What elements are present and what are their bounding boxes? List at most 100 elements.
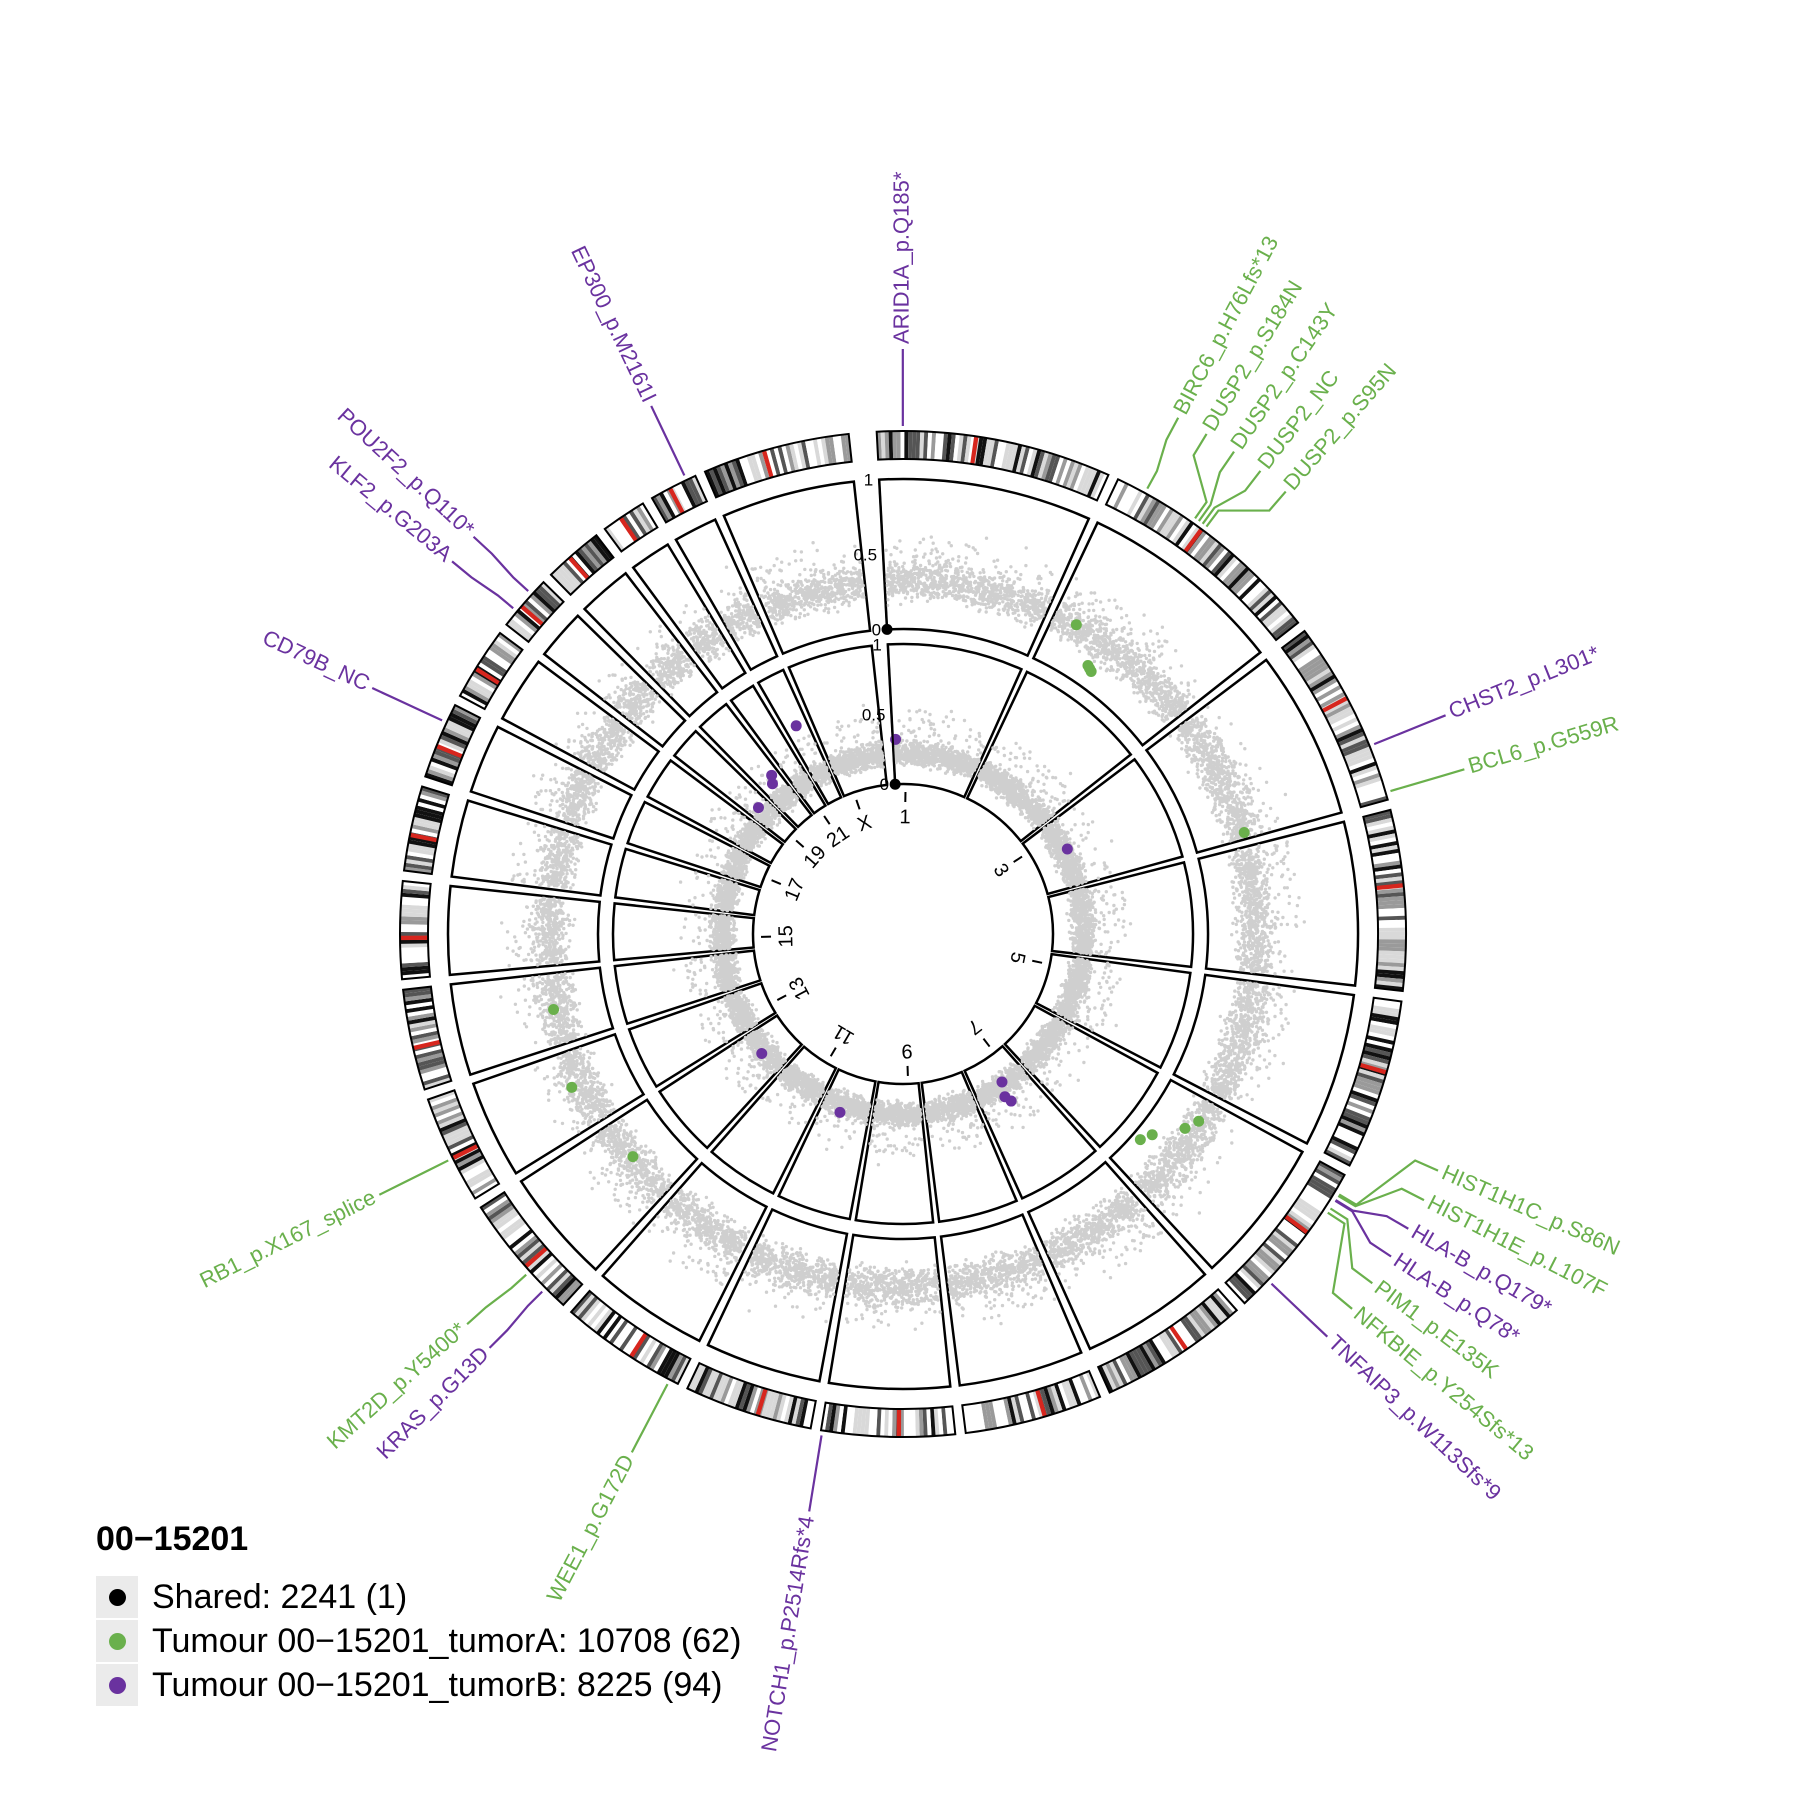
- ideogram-band: [1239, 1266, 1262, 1290]
- ideogram-band: [1266, 610, 1291, 632]
- ideogram-band: [708, 1372, 724, 1400]
- annotation-connector: [1327, 1211, 1353, 1310]
- annotation-connector: [1335, 1199, 1409, 1230]
- ideogram-band: [399, 932, 429, 936]
- ideogram-band: [402, 884, 431, 892]
- ideogram-band: [526, 1249, 551, 1271]
- ideogram-band: [639, 1338, 658, 1365]
- chr-tick: [776, 994, 787, 1001]
- point-tumorA-6: [1179, 1122, 1191, 1134]
- ideogram-outline: [401, 985, 453, 1091]
- ideogram-band: [413, 812, 442, 824]
- ideogram-band: [653, 1346, 671, 1373]
- ideogram-band: [723, 1377, 738, 1406]
- ideogram-band: [1111, 1358, 1128, 1386]
- ideogram-band: [1376, 972, 1405, 980]
- track-1-bg-points-chr-15: [500, 896, 577, 968]
- legend-item-tumorB: Tumour 00−15201_tumorB: 8225 (94): [96, 1663, 741, 1707]
- ideogram-band: [1146, 501, 1164, 528]
- ideogram-band: [513, 1234, 538, 1256]
- ideogram-band: [964, 435, 972, 464]
- ideogram-band: [438, 738, 466, 753]
- ideogram-band: [828, 435, 837, 465]
- ideogram-outline: [1280, 629, 1389, 809]
- ideogram-band: [812, 438, 822, 467]
- ideogram-band: [1022, 447, 1034, 476]
- chr-label-11: 11: [829, 1020, 858, 1050]
- ideogram-band: [1300, 1190, 1327, 1210]
- annotation-label: EP300_p.M2161I: [566, 242, 662, 406]
- ideogram-band: [1350, 765, 1379, 779]
- ideogram-band: [1040, 452, 1053, 481]
- ideogram-band: [1032, 1390, 1044, 1419]
- ideogram-band: [487, 1201, 513, 1221]
- ideogram-outline: [703, 432, 853, 499]
- ideogram-band: [1361, 1053, 1390, 1065]
- track-2-bg-points-chr-22: [796, 734, 833, 788]
- ideogram-band: [1375, 980, 1404, 988]
- axis-tick-label-2: 0.5: [862, 705, 886, 724]
- ideogram-band: [574, 550, 596, 575]
- ideogram-band: [982, 438, 992, 467]
- chr-label-3: 3: [989, 860, 1014, 881]
- track-1-bg-points-chr-3: [1168, 705, 1288, 844]
- ideogram-band: [1164, 1328, 1184, 1355]
- ideogram-band: [1339, 735, 1367, 750]
- ideogram-band: [423, 1077, 452, 1090]
- ideogram-centromere: [896, 1408, 902, 1437]
- ideogram-band: [1339, 1118, 1367, 1133]
- ideogram-band: [410, 828, 439, 838]
- ideogram-band: [945, 433, 952, 462]
- ideogram-band: [440, 1121, 468, 1137]
- point-tumorB-8: [766, 778, 778, 790]
- ideogram-band: [415, 805, 444, 817]
- ideogram-band: [418, 794, 447, 806]
- ideogram-band: [1352, 772, 1381, 786]
- ideogram-band: [891, 1408, 897, 1437]
- ideogram-band: [508, 1229, 534, 1250]
- ideogram-band: [469, 675, 496, 693]
- ideogram-band: [708, 468, 724, 496]
- ideogram-band: [1204, 545, 1226, 570]
- ideogram-band: [1171, 519, 1191, 545]
- ideogram-band: [1376, 961, 1406, 968]
- ideogram-band: [1374, 872, 1403, 880]
- ideogram-band: [1264, 1239, 1289, 1261]
- ideogram-band: [642, 1340, 661, 1367]
- ideogram-band: [888, 431, 894, 460]
- ideogram-band: [404, 994, 433, 1002]
- ideogram-band: [1207, 548, 1229, 573]
- ideogram-band: [1366, 825, 1395, 836]
- ideogram-band: [1296, 1196, 1322, 1216]
- ideogram-band: [1238, 577, 1261, 601]
- ideogram-band: [808, 439, 818, 468]
- ideogram-centromere: [1183, 527, 1204, 553]
- ideogram-band: [401, 969, 430, 976]
- ideogram-band: [687, 1363, 703, 1391]
- ideogram-band: [592, 1307, 614, 1333]
- ideogram-centromere: [1375, 883, 1404, 891]
- chr-label-9: 9: [901, 1039, 913, 1061]
- ideogram-band: [602, 1314, 623, 1340]
- ideogram-band: [787, 1396, 798, 1425]
- ideogram-band: [1326, 706, 1354, 723]
- ideogram-band: [450, 1141, 478, 1158]
- ideogram-band: [754, 452, 767, 481]
- chr-tick: [771, 879, 782, 885]
- track-2-bg-points-chr-3: [1040, 807, 1114, 888]
- track-2-bg-points-chr-20: [749, 764, 799, 813]
- ideogram-band: [1345, 1104, 1373, 1118]
- ideogram-band: [618, 1325, 638, 1352]
- ideogram-band: [409, 1026, 438, 1037]
- annotation-connector: [1205, 490, 1287, 528]
- ideogram-band: [880, 431, 886, 460]
- ideogram-band: [457, 1154, 485, 1172]
- track-2-bg-points-chr-5: [1051, 957, 1122, 1032]
- ideogram-band: [550, 571, 574, 595]
- ideogram-band: [503, 1223, 529, 1244]
- axis-line-1: [878, 479, 889, 630]
- ideogram-band: [416, 1055, 445, 1067]
- ideogram-band: [482, 655, 508, 675]
- ideogram-band: [674, 1357, 691, 1384]
- ideogram-band: [405, 1001, 434, 1010]
